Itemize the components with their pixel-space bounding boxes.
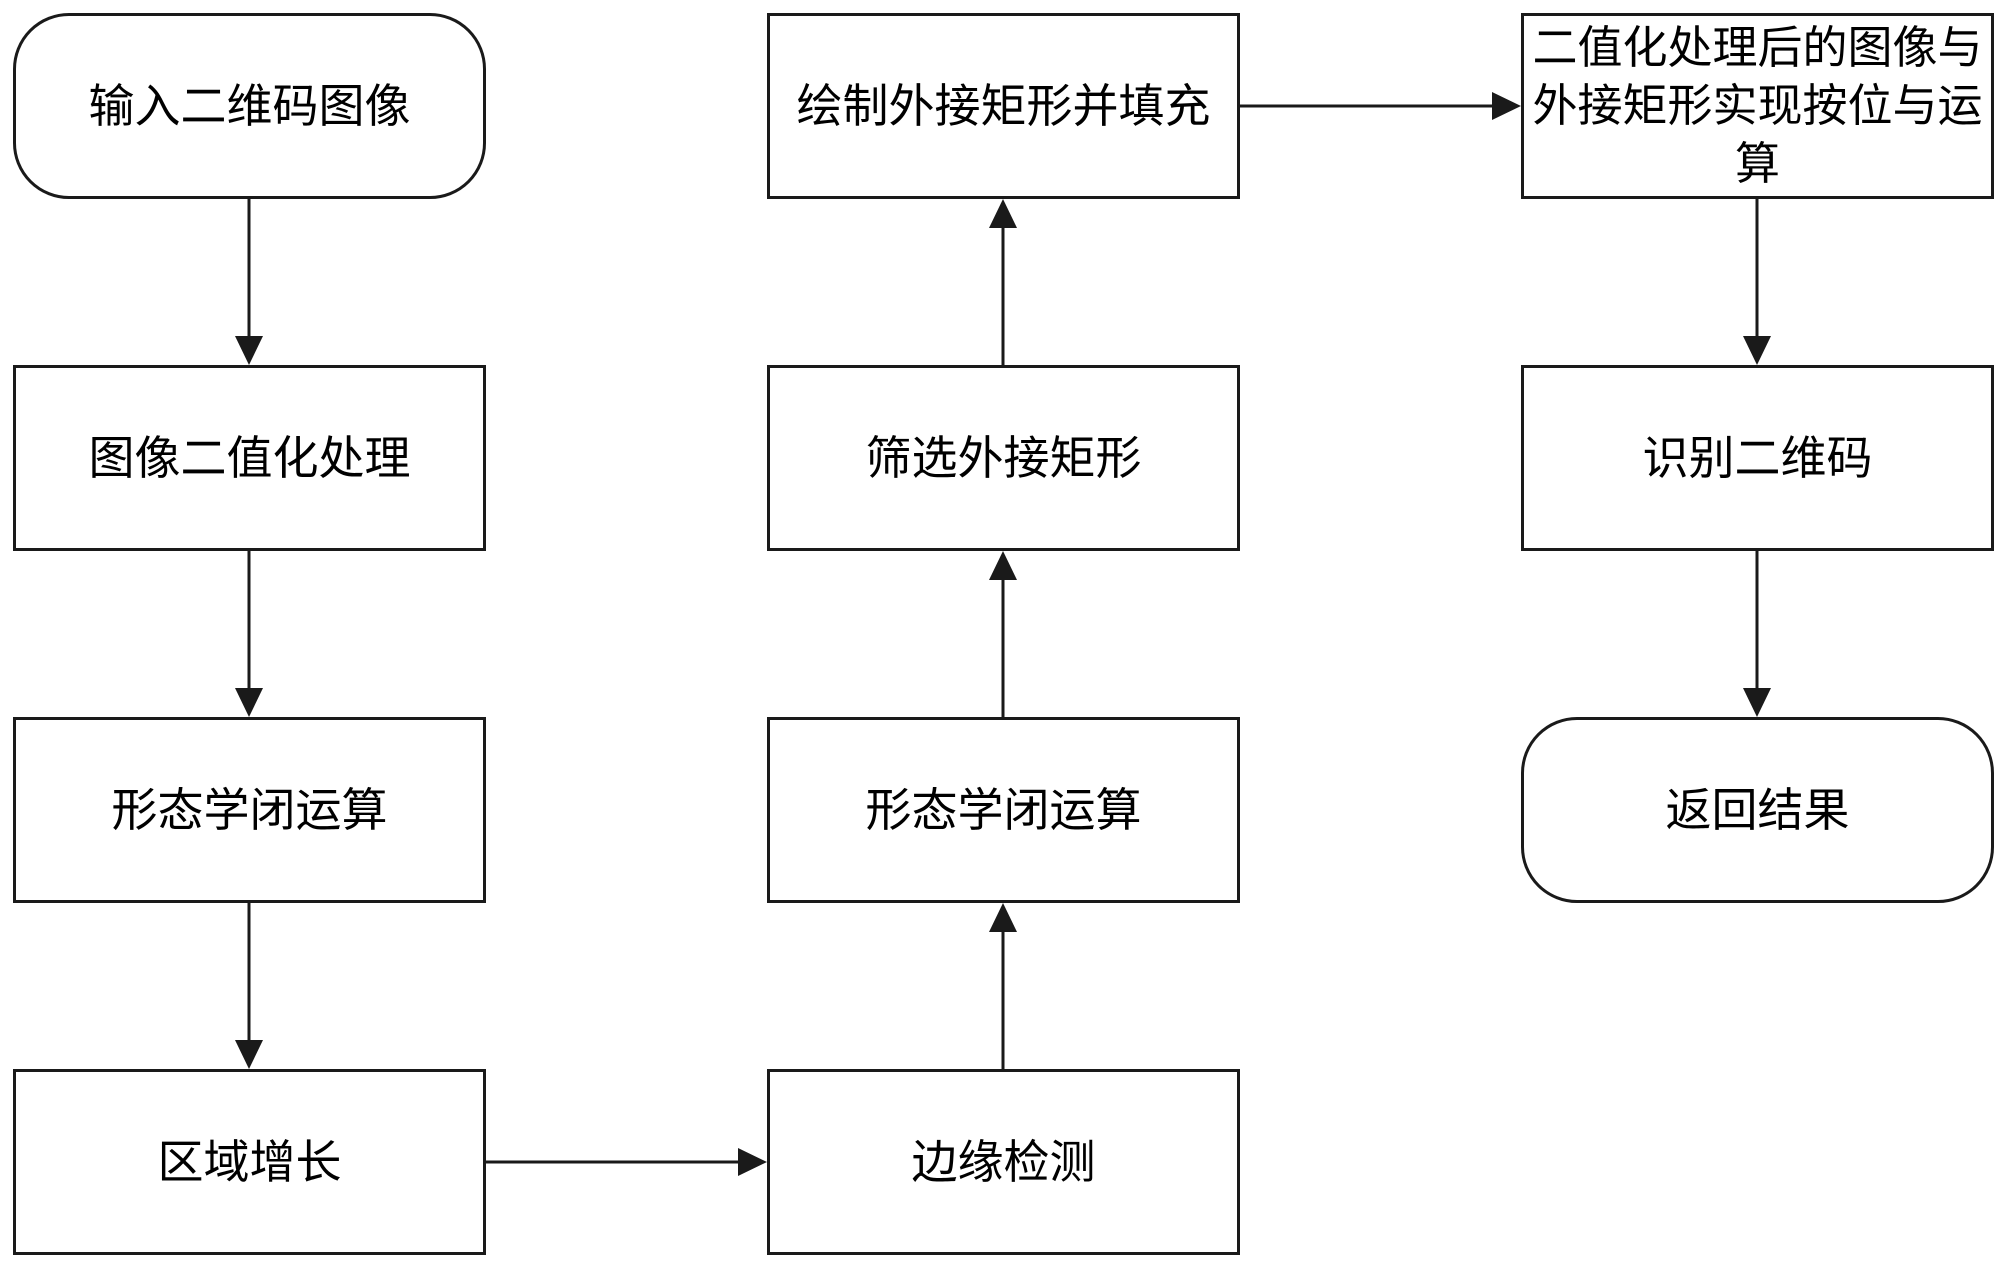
arrow-close-op-1-to-region-grow bbox=[235, 903, 263, 1069]
close-op-2-node: 形态学闭运算 bbox=[767, 717, 1240, 903]
input-qr-node: 输入二维码图像 bbox=[13, 13, 486, 199]
filter-rects-label: 筛选外接矩形 bbox=[865, 431, 1142, 485]
arrow-filter-rects-to-draw-fill bbox=[989, 199, 1017, 365]
return-result-node: 返回结果 bbox=[1521, 717, 1994, 903]
close-op-2-label: 形态学闭运算 bbox=[865, 783, 1142, 837]
arrow-recognize-to-return-result bbox=[1743, 551, 1771, 717]
input-qr-label: 输入二维码图像 bbox=[88, 79, 411, 133]
close-op-1-node: 形态学闭运算 bbox=[13, 717, 486, 903]
region-grow-node: 区域增长 bbox=[13, 1069, 486, 1255]
recognize-label: 识别二维码 bbox=[1642, 431, 1873, 485]
and-op-label: 二值化处理后的图像与外接矩形实现按位与运算 bbox=[1532, 21, 1983, 190]
close-op-1-label: 形态学闭运算 bbox=[111, 783, 388, 837]
arrow-input-to-binarize bbox=[235, 199, 263, 365]
and-op-node: 二值化处理后的图像与外接矩形实现按位与运算 bbox=[1521, 13, 1994, 199]
edge-detect-label: 边缘检测 bbox=[911, 1135, 1096, 1189]
arrow-binarize-to-close-op-1 bbox=[235, 551, 263, 717]
binarize-label: 图像二值化处理 bbox=[88, 431, 411, 485]
draw-fill-node: 绘制外接矩形并填充 bbox=[767, 13, 1240, 199]
filter-rects-node: 筛选外接矩形 bbox=[767, 365, 1240, 551]
arrow-and-op-to-recognize bbox=[1743, 199, 1771, 365]
arrow-close-op-2-to-filter-rects bbox=[989, 551, 1017, 717]
arrow-draw-fill-to-and-op bbox=[1240, 92, 1521, 120]
return-result-label: 返回结果 bbox=[1665, 783, 1850, 837]
arrow-region-grow-to-edge-detect bbox=[486, 1148, 767, 1176]
binarize-node: 图像二值化处理 bbox=[13, 365, 486, 551]
edge-detect-node: 边缘检测 bbox=[767, 1069, 1240, 1255]
arrow-edge-detect-to-close-op-2 bbox=[989, 903, 1017, 1069]
region-grow-label: 区域增长 bbox=[157, 1135, 342, 1189]
recognize-node: 识别二维码 bbox=[1521, 365, 1994, 551]
draw-fill-label: 绘制外接矩形并填充 bbox=[796, 79, 1211, 133]
